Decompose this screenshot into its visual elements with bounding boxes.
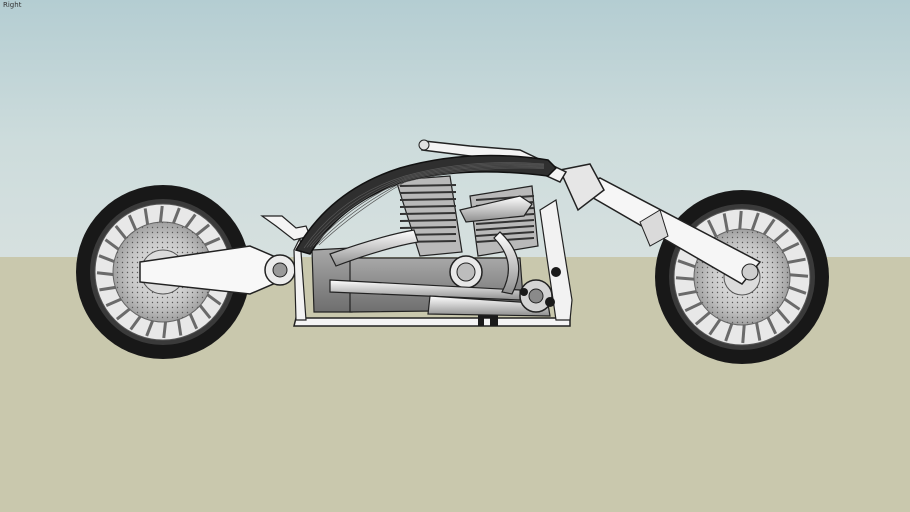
handlebar xyxy=(418,139,568,183)
swingarm xyxy=(139,245,296,295)
seat-tail xyxy=(260,215,311,241)
primary-cover xyxy=(519,267,561,313)
front-fork xyxy=(558,163,762,285)
view-name-label: Right xyxy=(3,1,22,9)
engine xyxy=(311,175,539,313)
frame xyxy=(293,199,573,327)
tank-spine xyxy=(294,154,558,255)
